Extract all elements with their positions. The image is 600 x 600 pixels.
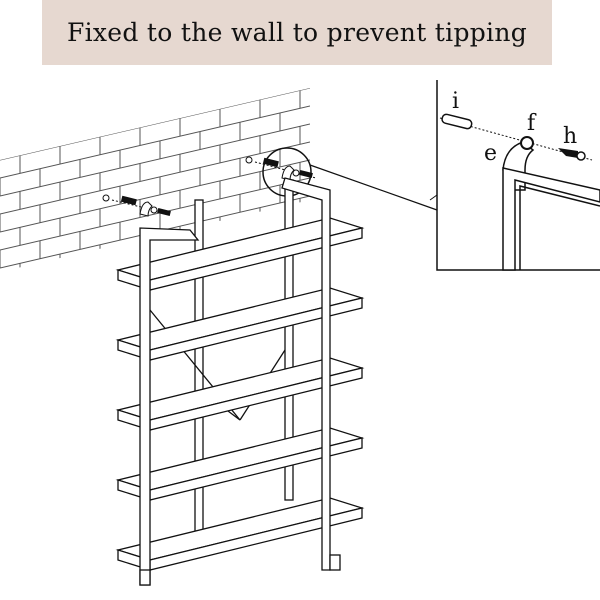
front-right-post (281, 177, 331, 571)
bookshelf (115, 177, 365, 586)
wall-anchor-right (245, 147, 438, 211)
screw-icon (558, 148, 578, 158)
title-banner: Fixed to the wall to prevent tipping (42, 0, 552, 65)
part-label-i: i (452, 89, 459, 114)
title-text: Fixed to the wall to prevent tipping (66, 18, 528, 47)
detail-inset: i e f h (429, 80, 600, 271)
part-label-f: f (527, 111, 537, 136)
part-label-h: h (563, 124, 577, 149)
anchor-plug-icon (441, 113, 473, 130)
foot-right (329, 554, 341, 571)
foot-left (139, 569, 151, 586)
wall-anchor-left (102, 194, 171, 217)
part-label-e: e (484, 141, 497, 166)
washer-icon (520, 136, 534, 150)
